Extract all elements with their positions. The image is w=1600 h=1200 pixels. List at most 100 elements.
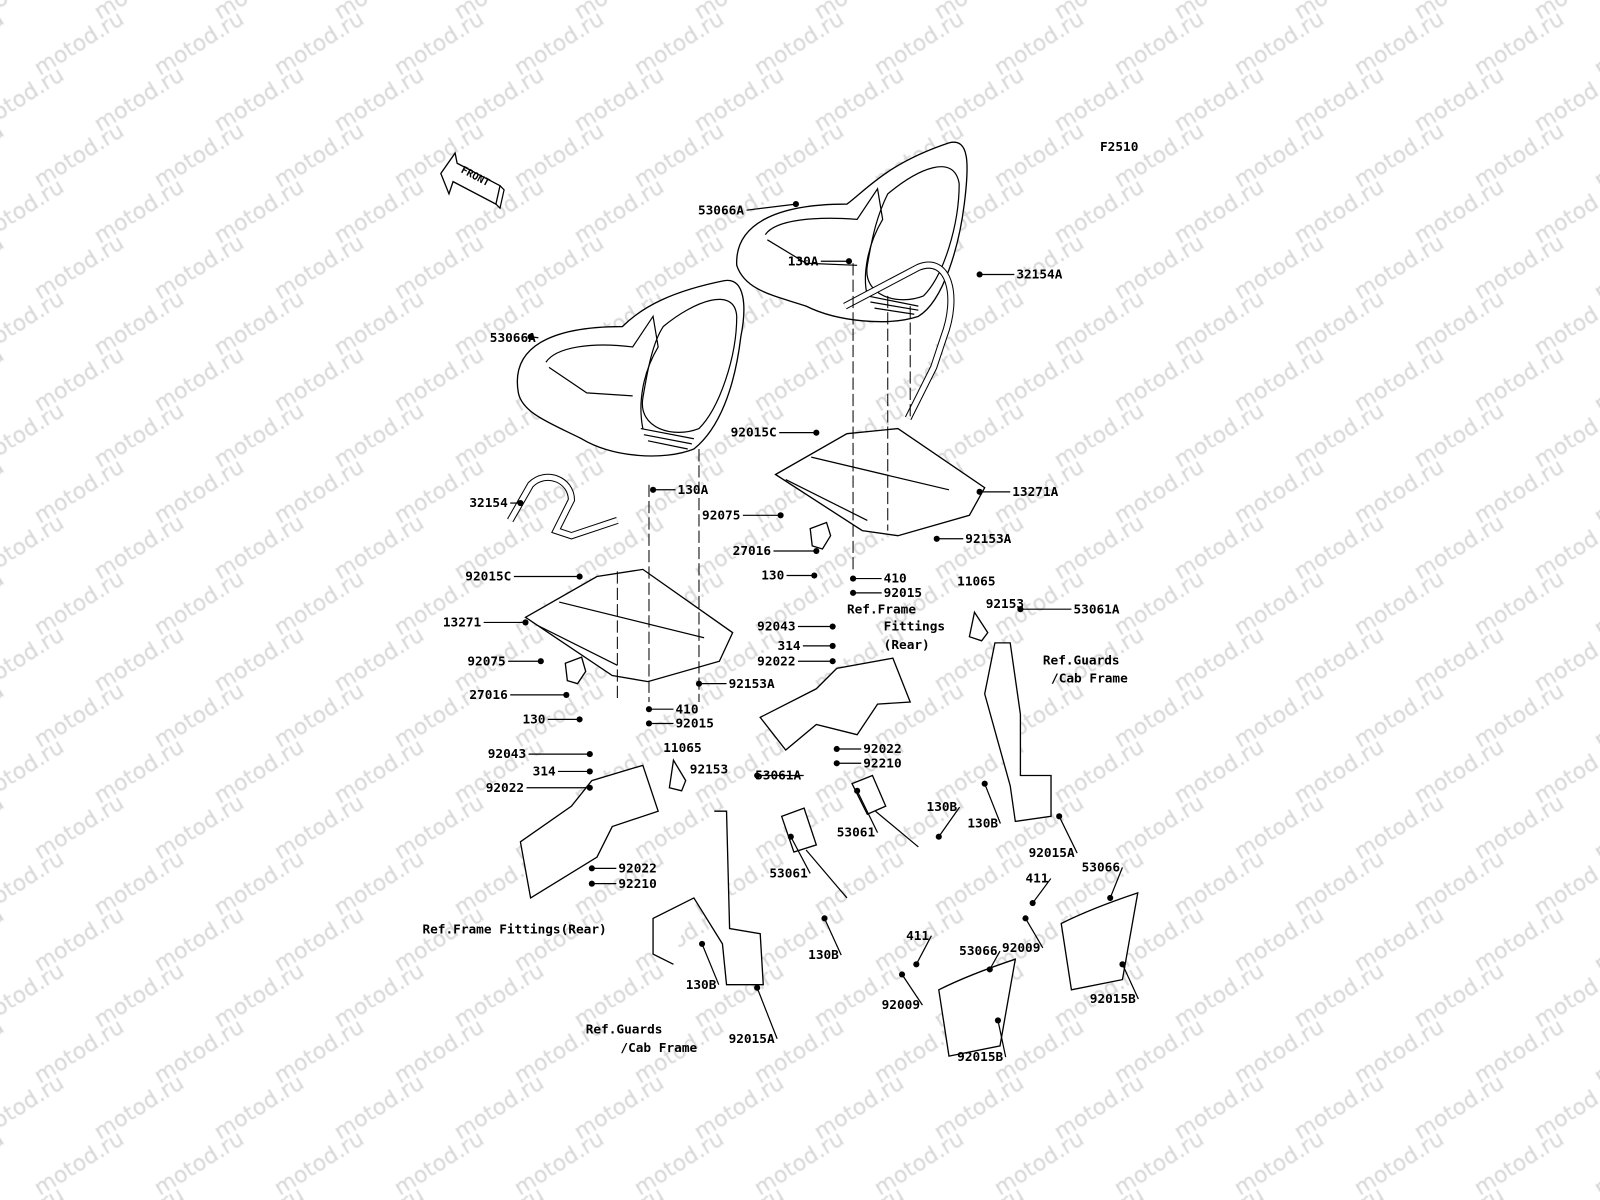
callout-leader-line bbox=[823, 918, 842, 956]
part-callout-label: 92075 bbox=[702, 508, 740, 523]
fastener-dot-icon bbox=[588, 880, 595, 887]
fastener-dot-icon bbox=[829, 658, 836, 665]
part-callout-label: 92015A bbox=[1029, 846, 1075, 861]
part-callout-label: 92022 bbox=[618, 861, 656, 876]
fastener-dot-icon bbox=[976, 488, 983, 495]
part-callout-label: 27016 bbox=[733, 544, 771, 559]
fastener-dot-icon bbox=[576, 716, 583, 723]
part-callout-label: 53066A bbox=[490, 331, 536, 346]
fastener-dot-icon bbox=[787, 833, 794, 840]
part-callout-label: 92075 bbox=[467, 654, 505, 669]
part-callout-label: 130B bbox=[808, 948, 839, 963]
fastener-dot-icon bbox=[821, 915, 828, 922]
part-callout-label: 411 bbox=[906, 929, 929, 944]
fastener-dot-icon bbox=[1056, 813, 1063, 820]
part-callout-label: 411 bbox=[1026, 872, 1049, 887]
fastener-dot-icon bbox=[829, 623, 836, 630]
part-callout-label: /Cab Frame bbox=[1051, 672, 1128, 687]
fastener-dot-icon bbox=[981, 780, 988, 787]
part-callout-label: F2510 bbox=[1100, 140, 1138, 155]
part-callout-label: 130A bbox=[678, 483, 709, 498]
callout-leader-line bbox=[1058, 816, 1078, 854]
callout-leader-line bbox=[856, 790, 879, 833]
fastener-dot-icon bbox=[811, 572, 818, 579]
callout-leader-line bbox=[901, 974, 923, 1006]
part-callout-label: 53061 bbox=[769, 867, 808, 882]
fastener-dot-icon bbox=[986, 966, 993, 973]
fastener-dot-icon bbox=[650, 486, 657, 493]
part-callout-label: 92153A bbox=[729, 677, 775, 692]
fastener-dot-icon bbox=[1029, 900, 1036, 907]
fastener-dot-icon bbox=[1022, 915, 1029, 922]
fastener-dot-icon bbox=[829, 642, 836, 649]
part-callout-label: 92153 bbox=[986, 597, 1024, 612]
part-callout-label: 314 bbox=[533, 765, 556, 780]
part-callout-label: 92022 bbox=[863, 742, 901, 757]
part-callout-label: Ref.Guards bbox=[1043, 653, 1120, 668]
fastener-dot-icon bbox=[792, 201, 799, 208]
callout-leader-line bbox=[938, 806, 961, 838]
callout-leader-line bbox=[915, 935, 932, 965]
fastener-dot-icon bbox=[777, 512, 784, 519]
part-callout-label: 53061A bbox=[755, 769, 801, 784]
fastener-dot-icon bbox=[854, 787, 861, 794]
fastener-dot-icon bbox=[522, 619, 529, 626]
part-callout-label: 92043 bbox=[488, 747, 526, 762]
fastener-dot-icon bbox=[1119, 961, 1126, 968]
fastener-dot-icon bbox=[537, 658, 544, 665]
fastener-dot-icon bbox=[833, 745, 840, 753]
part-callout-label: 410 bbox=[884, 572, 907, 587]
part-callout-label: 92009 bbox=[882, 998, 920, 1013]
part-callout-label: 92015 bbox=[884, 586, 922, 601]
part-callout-label: 13271 bbox=[443, 616, 482, 631]
part-callout-label: 92015 bbox=[676, 717, 714, 732]
buckle-53061-b bbox=[780, 807, 818, 853]
part-callout-label: 27016 bbox=[469, 688, 507, 703]
fastener-dot-icon bbox=[754, 984, 761, 991]
callout-leader-line bbox=[984, 783, 1001, 824]
part-callout-label: 410 bbox=[676, 702, 699, 717]
part-callout-label: 92015C bbox=[465, 570, 511, 585]
fastener-dot-icon bbox=[833, 760, 840, 767]
fastener-dot-icon bbox=[813, 547, 820, 555]
part-callout-label: 53066A bbox=[698, 203, 744, 218]
seat-belt-left bbox=[652, 810, 764, 986]
fastener-dot-icon bbox=[813, 429, 820, 436]
fastener-dot-icon bbox=[850, 575, 857, 582]
callout-leader-line bbox=[701, 943, 720, 985]
part-callout-label: 53066 bbox=[959, 944, 997, 959]
buckle-53061-a bbox=[851, 774, 887, 816]
seat-base-13271a bbox=[774, 427, 986, 537]
callout-leader-line bbox=[756, 987, 778, 1039]
part-callout-label: 92015B bbox=[1090, 992, 1136, 1007]
part-callout-label: 130 bbox=[761, 569, 784, 584]
fastener-dot-icon bbox=[586, 768, 593, 775]
seat-base-13271 bbox=[524, 568, 734, 683]
callout-leader-line bbox=[746, 203, 796, 211]
fastener-dot-icon bbox=[645, 706, 653, 713]
fastener-dot-icon bbox=[576, 573, 583, 580]
part-callout-label: 130B bbox=[967, 817, 998, 832]
fastener-dot-icon bbox=[1017, 606, 1024, 613]
part-callout-label: /Cab Frame bbox=[620, 1041, 697, 1056]
callout-leader-line bbox=[790, 836, 811, 874]
fastener-dot-icon bbox=[527, 333, 534, 340]
part-callout-label: 92009 bbox=[1002, 941, 1040, 956]
callout-leader-line bbox=[1109, 867, 1124, 899]
part-callout-label: 32154 bbox=[469, 496, 508, 511]
part-callout-label: Ref.Frame Fittings(Rear) bbox=[422, 923, 606, 938]
part-callout-label: 92153 bbox=[690, 762, 728, 777]
part-callout-label: 92210 bbox=[863, 756, 901, 771]
callout-leader-line bbox=[1024, 918, 1044, 949]
fastener-dot-icon bbox=[898, 971, 906, 978]
part-callout-label: 92153A bbox=[965, 532, 1011, 547]
fastener-dot-icon bbox=[754, 772, 761, 779]
fastener-dot-icon bbox=[933, 535, 940, 542]
frame-fitting-bracket-right bbox=[759, 657, 912, 751]
part-callout-label: 53061A bbox=[1073, 602, 1119, 617]
part-callout-label: 130B bbox=[927, 800, 958, 815]
part-callout-label: 92022 bbox=[757, 654, 795, 669]
fastener-dot-icon bbox=[850, 589, 857, 596]
